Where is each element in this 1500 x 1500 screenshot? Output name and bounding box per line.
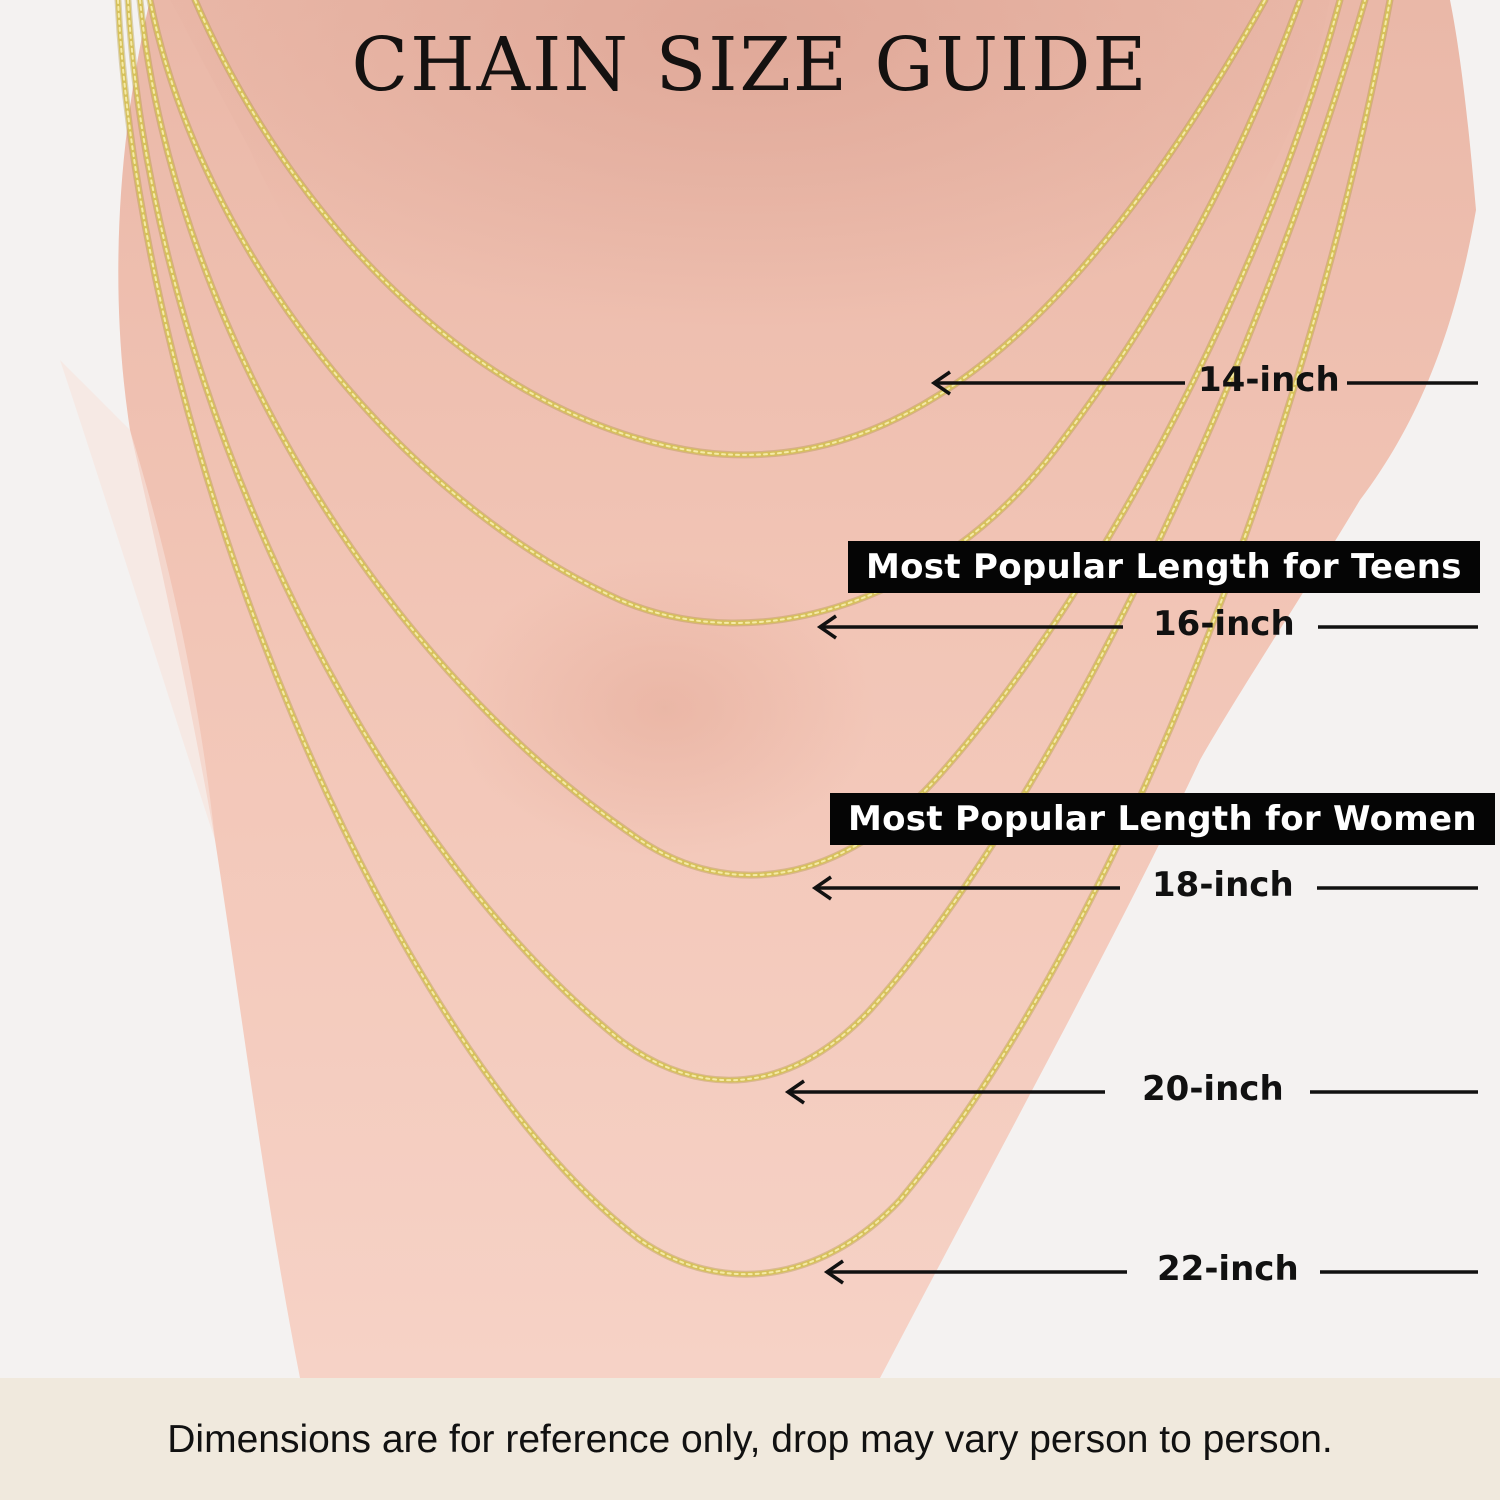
neck-shading [170, 0, 1330, 544]
pointer-22-inch [823, 1259, 1478, 1285]
label-16-inch: 16-inch [1153, 604, 1295, 644]
chain-14-inch [191, 0, 1269, 459]
label-14-inch: 14-inch [1198, 360, 1340, 400]
chain-20-inch [124, 0, 1369, 1084]
footer-note: Dimensions are for reference only, drop … [167, 1418, 1333, 1461]
footer-banner: Dimensions are for reference only, drop … [0, 1378, 1500, 1500]
label-22-inch: 22-inch [1157, 1249, 1299, 1289]
pointer-16-inch [816, 614, 1478, 640]
chains [114, 0, 1394, 1278]
badge-popular-women: Most Popular Length for Women [830, 793, 1495, 845]
pointer-18-inch [811, 875, 1478, 901]
page-title: CHAIN SIZE GUIDE [351, 22, 1149, 108]
pointer-lines [784, 370, 1478, 1285]
badge-popular-teens: Most Popular Length for Teens [848, 541, 1480, 593]
pointer-14-inch [930, 370, 1478, 396]
label-20-inch: 20-inch [1142, 1069, 1284, 1109]
pointer-20-inch [784, 1079, 1478, 1105]
label-18-inch: 18-inch [1152, 865, 1294, 905]
shoulder-highlight-left [60, 360, 215, 840]
chain-16-inch [146, 0, 1304, 627]
chain-18-inch [136, 0, 1344, 879]
